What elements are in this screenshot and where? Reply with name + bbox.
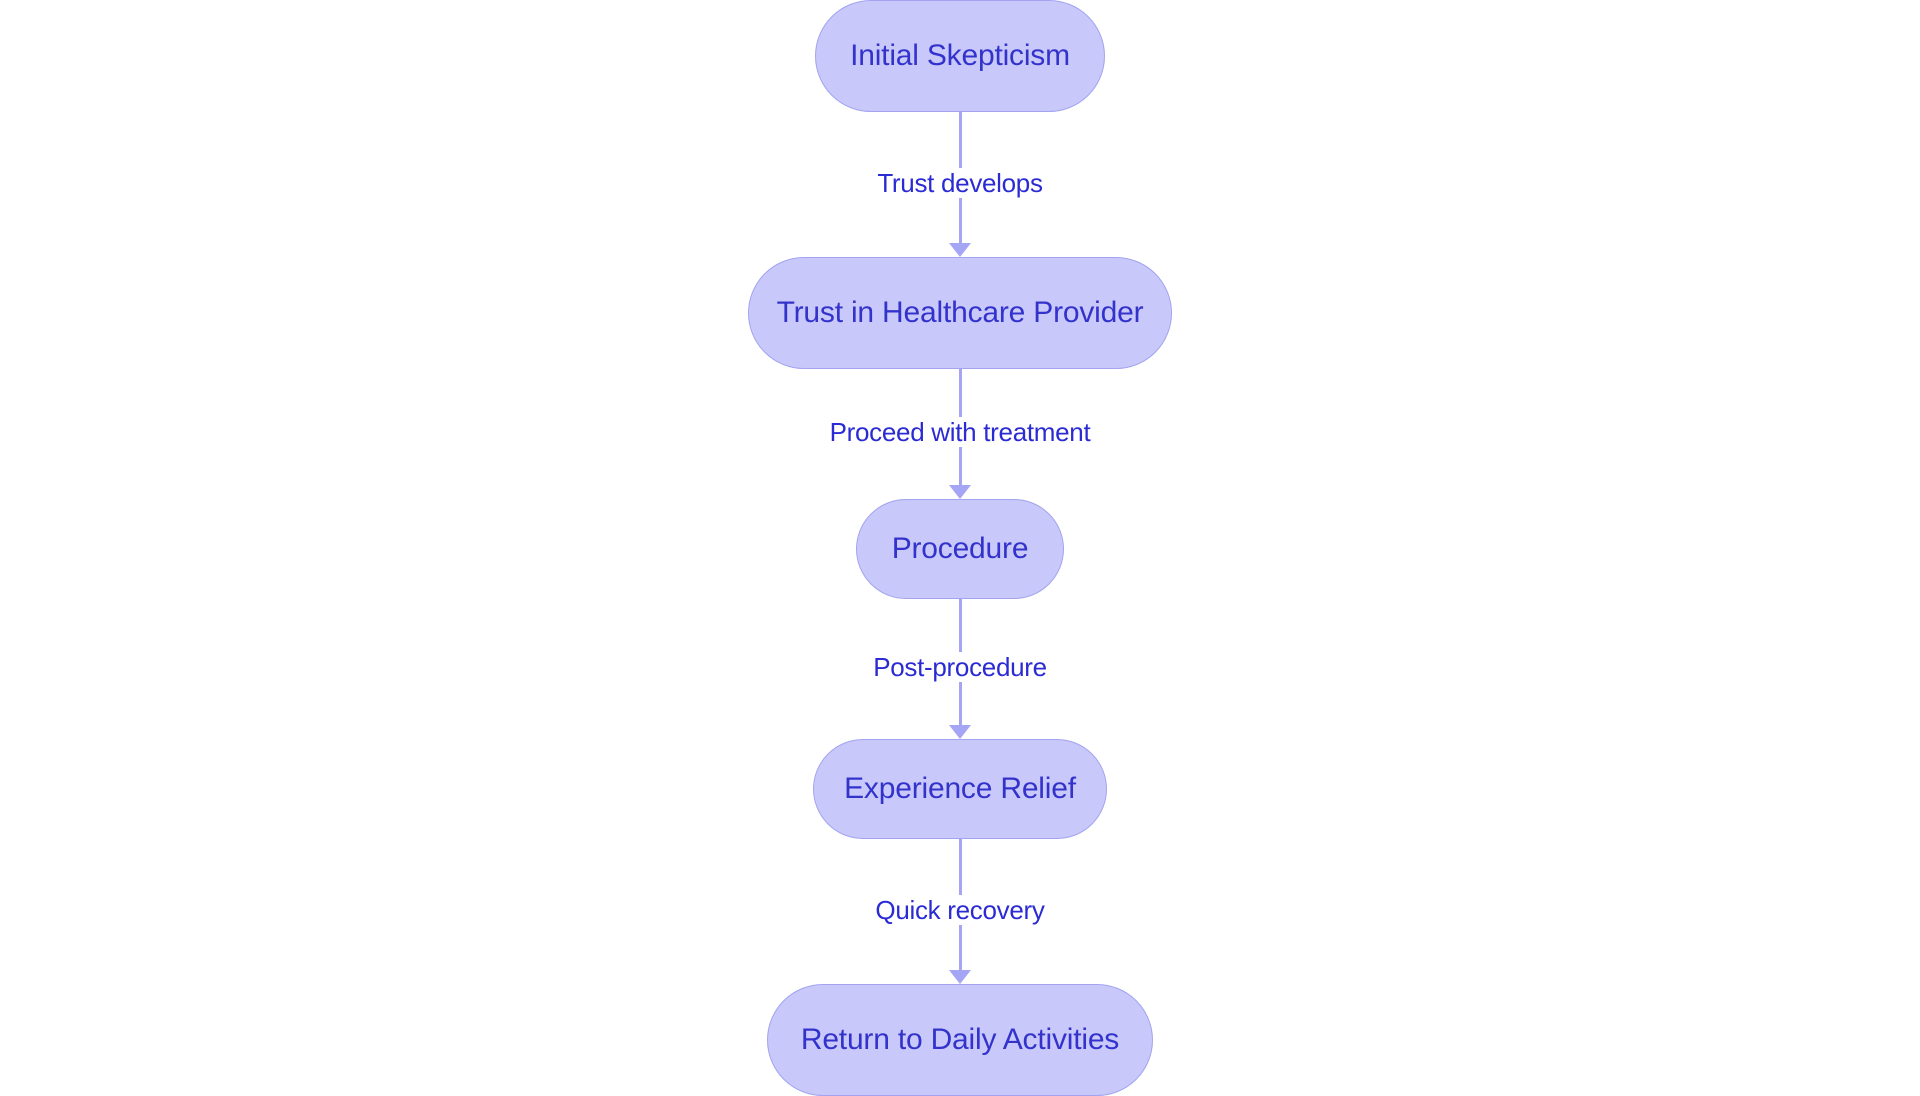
edge-label: Trust develops [871,167,1049,198]
flow-node-initial-skepticism[interactable]: Initial Skepticism [815,0,1105,112]
flow-node-procedure[interactable]: Procedure [856,499,1064,599]
flow-node-label: Experience Relief [844,772,1076,805]
arrow-down-icon [949,243,971,257]
flow-node-label: Procedure [891,532,1029,565]
flow-edge-post-procedure[interactable]: Post-procedure [830,599,1090,739]
flow-node-label: Initial Skepticism [850,39,1070,72]
edge-label: Proceed with treatment [823,417,1097,447]
flow-node-label: Return to Daily Activities [800,1023,1120,1056]
flow-node-label: Trust in Healthcare Provider [776,296,1144,329]
flow-edge-trust-develops[interactable]: Trust develops [830,112,1090,257]
edge-label: Post-procedure [867,652,1053,682]
flow-edge-proceed-with-treatment[interactable]: Proceed with treatment [823,369,1097,499]
arrow-down-icon [949,725,971,739]
arrow-down-icon [949,485,971,499]
flow-node-return-to-daily-activities[interactable]: Return to Daily Activities [767,984,1153,1096]
edge-label: Quick recovery [869,894,1051,925]
arrow-down-icon [949,970,971,984]
flow-edge-quick-recovery[interactable]: Quick recovery [830,839,1090,984]
flow-node-experience-relief[interactable]: Experience Relief [813,739,1107,839]
flow-node-trust-in-healthcare-provider[interactable]: Trust in Healthcare Provider [748,257,1172,369]
